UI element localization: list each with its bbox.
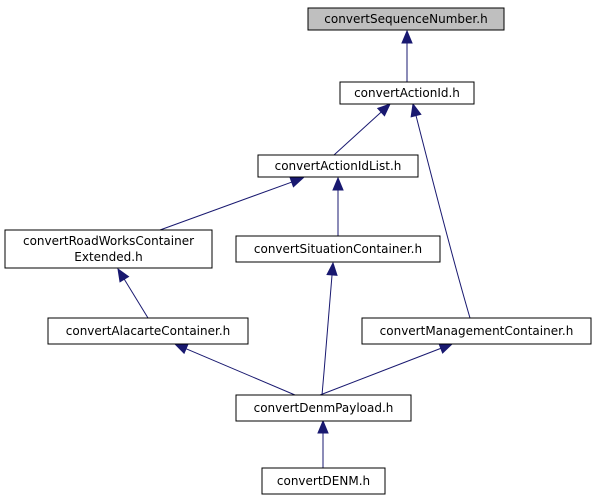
edge-line [319,347,443,396]
node-box[interactable] [339,81,475,105]
node-sit[interactable]: convertSituationContainer.h [235,235,441,263]
node-label: convertManagementContainer.h [380,324,574,338]
node-box[interactable] [4,229,213,269]
node-label: convertRoadWorksContainer [23,234,194,248]
edge-line [415,113,471,319]
arrowhead-icon [438,343,454,354]
node-box[interactable] [361,317,592,345]
edge-action-to-seq [401,29,413,82]
arrowhead-icon [326,261,338,276]
arrowhead-icon [410,102,422,118]
node-label: Extended.h [74,250,142,264]
arrowhead-icon [173,343,189,355]
edge-mgmt-to-action [410,102,471,319]
node-alac[interactable]: convertAlacarteContainer.h [47,317,249,345]
node-mgmt[interactable]: convertManagementContainer.h [361,317,592,345]
node-box[interactable] [307,7,505,31]
node-denm[interactable]: convertDENM.h [261,467,386,495]
node-label: convertDENM.h [277,474,370,488]
arrowhead-icon [401,29,413,44]
edge-line [122,277,149,319]
node-seq[interactable]: convertSequenceNumber.h [307,7,505,31]
node-box[interactable] [257,154,419,178]
node-label: convertDenmPayload.h [254,401,394,415]
edge-line [321,272,333,396]
node-label: convertActionId.h [354,86,460,100]
nodes-layer: convertSequenceNumber.h convertActionId.h… [4,7,592,495]
node-box[interactable] [235,235,441,263]
node-label: convertSituationContainer.h [254,242,422,256]
edges-layer [117,29,471,468]
edge-sit-to-list [332,176,344,236]
node-list[interactable]: convertActionIdList.h [257,154,419,178]
node-box[interactable] [235,394,412,422]
node-label: convertSequenceNumber.h [324,12,487,26]
node-action[interactable]: convertActionId.h [339,81,475,105]
node-denmp[interactable]: convertDenmPayload.h [235,394,412,422]
arrowhead-icon [376,103,391,117]
arrowhead-icon [289,176,305,188]
edge-road-to-list [159,176,305,231]
arrowhead-icon [317,419,329,434]
edge-line [159,180,294,231]
node-label: convertAlacarteContainer.h [66,324,231,338]
edge-denm-to-denmp [317,419,329,468]
arrowhead-icon [332,176,344,191]
node-box[interactable] [261,467,386,495]
arrowhead-icon [117,267,130,283]
edge-alac-to-road [117,267,149,319]
edge-line [184,347,296,396]
edge-denmp-to-sit [321,261,338,396]
edge-list-to-action [333,103,391,156]
edge-denmp-to-alac [173,343,296,396]
edge-denmp-to-mgmt [319,343,454,396]
node-label: convertActionIdList.h [275,159,402,173]
node-box[interactable] [47,317,249,345]
edge-line [333,110,383,156]
